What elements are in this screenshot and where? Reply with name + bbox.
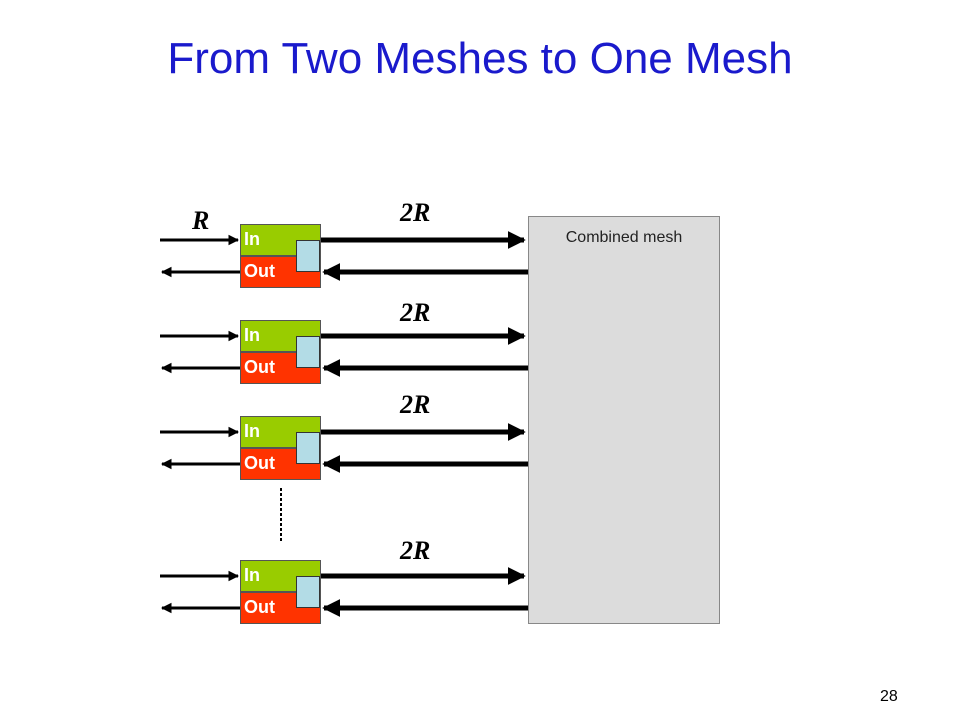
port-2-out-half — [240, 352, 321, 384]
port-2-out-label: Out — [244, 357, 275, 377]
port-1: In Out — [240, 224, 321, 288]
combined-mesh-label: Combined mesh — [565, 229, 683, 246]
port-4-out-label: Out — [244, 597, 275, 617]
port-1-out-label: Out — [244, 261, 275, 281]
port-4-link-rate: 2R — [400, 536, 431, 565]
port-2-buffer — [296, 336, 320, 368]
port-3-buffer — [296, 432, 320, 464]
port-3: In Out — [240, 416, 321, 480]
port-2-link-rate: 2R — [400, 298, 431, 327]
port-1-link-rate: 2R — [400, 198, 431, 227]
port-3-in-label: In — [244, 421, 260, 441]
port-1-buffer — [296, 240, 320, 272]
port-3-out-label: Out — [244, 453, 275, 473]
port-4: In Out — [240, 560, 321, 624]
port-3-link-rate: 2R — [400, 390, 431, 419]
port-1-in-label: In — [244, 229, 260, 249]
port-4-buffer — [296, 576, 320, 608]
slide-title: From Two Meshes to One Mesh — [167, 34, 793, 83]
port-2-in-label: In — [244, 325, 260, 345]
input-rate-label: R — [192, 206, 210, 235]
page-number: 28 — [880, 688, 898, 705]
port-4-in-label: In — [244, 565, 260, 585]
port-2: In Out — [240, 320, 321, 384]
combined-mesh: Combined mesh — [528, 216, 720, 624]
